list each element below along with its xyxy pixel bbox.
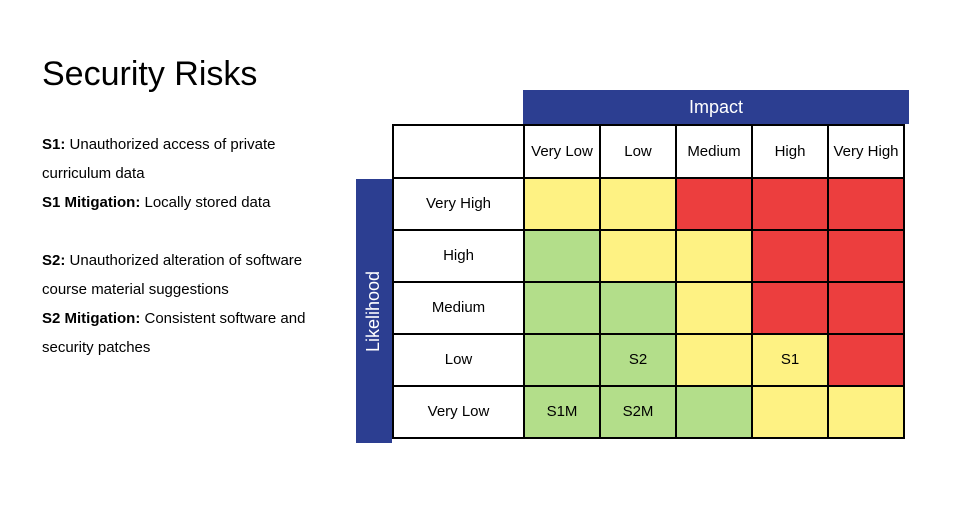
risk-matrix: Very Low Low Medium High Very High Very …: [392, 124, 905, 439]
matrix-corner: [392, 124, 525, 179]
likelihood-row-very-high: Very High: [392, 177, 905, 231]
matrix-cell: [523, 177, 601, 231]
impact-col-very-low: Very Low: [523, 124, 601, 179]
spacer: [42, 217, 312, 246]
risk-s1: S1: Unauthorized access of private curri…: [42, 130, 312, 188]
matrix-cell: [675, 281, 753, 335]
risk-s1-mitigation-label: S1 Mitigation:: [42, 194, 141, 211]
matrix-cell: S1: [751, 333, 829, 387]
risk-s2-mitigation: S2 Mitigation: Consistent software and s…: [42, 304, 312, 362]
matrix-cell: [751, 385, 829, 439]
matrix-cell: [827, 333, 905, 387]
matrix-cell: [751, 229, 829, 283]
matrix-cell: [599, 229, 677, 283]
risk-s2: S2: Unauthorized alteration of software …: [42, 246, 312, 304]
impact-header-row: Very Low Low Medium High Very High: [392, 124, 905, 179]
likelihood-row-label: Low: [392, 333, 525, 387]
matrix-cell: S2: [599, 333, 677, 387]
impact-col-very-high: Very High: [827, 124, 905, 179]
matrix-cell: [827, 385, 905, 439]
matrix-cell: [675, 385, 753, 439]
risk-s2-text: Unauthorized alteration of software cour…: [42, 252, 303, 298]
risk-s2-mitigation-text: Consistent software and security patches: [42, 310, 306, 356]
likelihood-row-label: High: [392, 229, 525, 283]
matrix-cell: [599, 281, 677, 335]
risk-s2-label: S2:: [42, 252, 66, 269]
likelihood-row-medium: Medium: [392, 281, 905, 335]
matrix-cell: [523, 229, 601, 283]
likelihood-axis-label: Likelihood: [363, 270, 384, 352]
matrix-cell: [827, 177, 905, 231]
risk-s2-mitigation-label: S2 Mitigation:: [42, 310, 141, 327]
impact-col-low: Low: [599, 124, 677, 179]
likelihood-axis-band: Likelihood: [356, 179, 392, 443]
matrix-cell: [827, 229, 905, 283]
likelihood-row-high: High: [392, 229, 905, 283]
risk-s1-mitigation-text: Locally stored data: [144, 194, 271, 211]
matrix-cell: [675, 333, 753, 387]
matrix-cell: S1M: [523, 385, 601, 439]
likelihood-row-label: Medium: [392, 281, 525, 335]
matrix-cell: [675, 229, 753, 283]
risk-descriptions: S1: Unauthorized access of private curri…: [42, 130, 312, 362]
risk-s1-mitigation: S1 Mitigation: Locally stored data: [42, 188, 312, 217]
risk-s1-label: S1:: [42, 136, 66, 153]
matrix-cell: [523, 281, 601, 335]
impact-axis-label: Impact: [523, 90, 909, 124]
matrix-cell: [751, 281, 829, 335]
matrix-cell: [827, 281, 905, 335]
matrix-cell: S2M: [599, 385, 677, 439]
likelihood-row-label: Very High: [392, 177, 525, 231]
page-title: Security Risks: [42, 55, 258, 93]
likelihood-row-very-low: Very Low S1M S2M: [392, 385, 905, 439]
matrix-cell: [751, 177, 829, 231]
matrix-cell: [675, 177, 753, 231]
risk-s1-text: Unauthorized access of private curriculu…: [42, 136, 276, 182]
matrix-cell: [599, 177, 677, 231]
impact-col-medium: Medium: [675, 124, 753, 179]
likelihood-row-label: Very Low: [392, 385, 525, 439]
matrix-cell: [523, 333, 601, 387]
impact-col-high: High: [751, 124, 829, 179]
likelihood-row-low: Low S2 S1: [392, 333, 905, 387]
